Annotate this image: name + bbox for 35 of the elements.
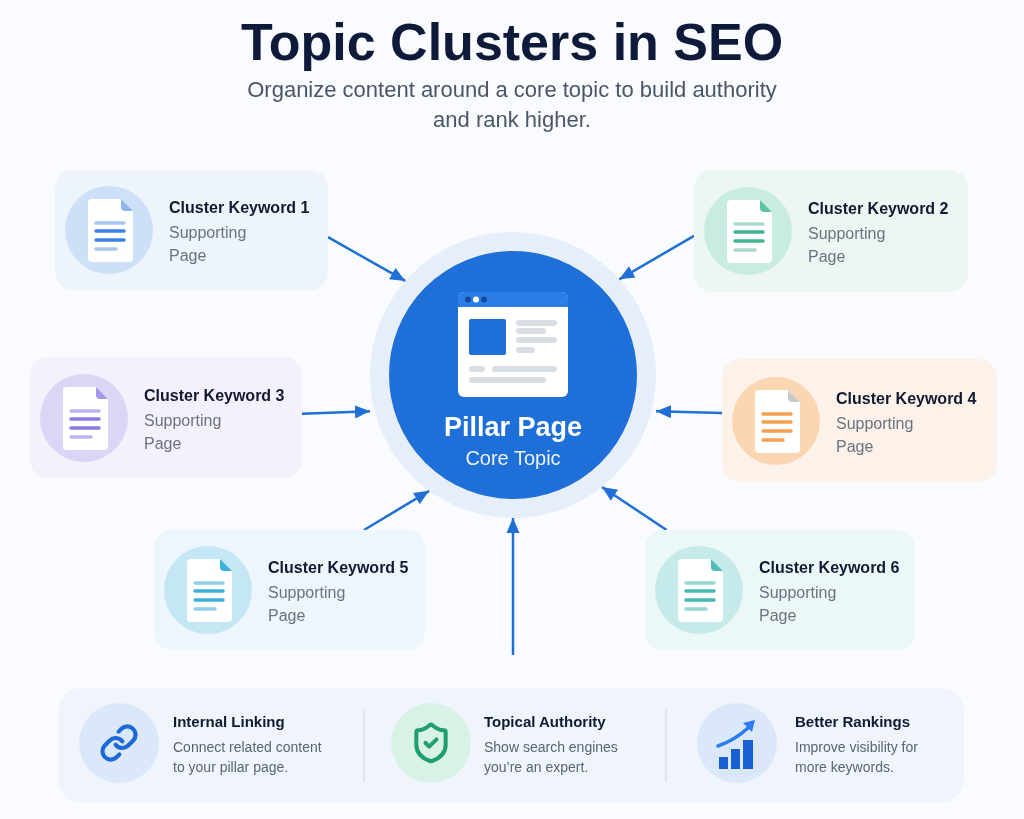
arrow bbox=[327, 236, 406, 282]
cluster-card bbox=[722, 359, 997, 482]
benefits-panel bbox=[58, 688, 964, 803]
pillar-title: Pillar Page bbox=[443, 411, 583, 443]
card-subtitle: Supporting Page bbox=[268, 583, 347, 626]
cluster-card bbox=[55, 170, 328, 290]
arrow bbox=[601, 485, 668, 532]
card-subtitle: Supporting Page bbox=[836, 413, 915, 457]
cluster-card bbox=[694, 170, 968, 292]
arrow bbox=[655, 405, 723, 419]
cluster-card bbox=[154, 530, 425, 650]
benefit-description: Show search engines you’re an expert. bbox=[484, 738, 619, 777]
card-subtitle: Supporting Page bbox=[144, 410, 223, 454]
card-title: Cluster Keyword 2 bbox=[808, 199, 949, 219]
arrow bbox=[506, 518, 520, 655]
card-title: Cluster Keyword 3 bbox=[144, 385, 285, 406]
subtitle: Organize content around a core topic to build authority and rank higher. bbox=[246, 76, 778, 134]
arrow bbox=[363, 489, 430, 532]
card-subtitle: Supporting Page bbox=[759, 583, 838, 626]
benefit-title: Better Rankings bbox=[795, 712, 911, 732]
benefit-title: Topical Authority bbox=[484, 712, 606, 732]
arrow bbox=[618, 234, 695, 281]
card-title: Cluster Keyword 6 bbox=[759, 558, 900, 578]
benefit-title: Internal Linking bbox=[173, 712, 285, 732]
card-title: Cluster Keyword 5 bbox=[268, 558, 409, 578]
card-subtitle: Supporting Page bbox=[169, 223, 248, 266]
pillar-subtitle: Core Topic bbox=[465, 446, 561, 471]
card-title: Cluster Keyword 1 bbox=[169, 198, 310, 218]
benefit-description: Improve visibility for more keywords. bbox=[795, 738, 919, 777]
cluster-card bbox=[645, 530, 915, 650]
arrow bbox=[301, 405, 371, 419]
card-subtitle: Supporting Page bbox=[808, 224, 887, 267]
cluster-card bbox=[30, 357, 302, 478]
card-title: Cluster Keyword 4 bbox=[836, 388, 977, 409]
benefit-description: Connect related content to your pillar page. bbox=[173, 738, 323, 777]
